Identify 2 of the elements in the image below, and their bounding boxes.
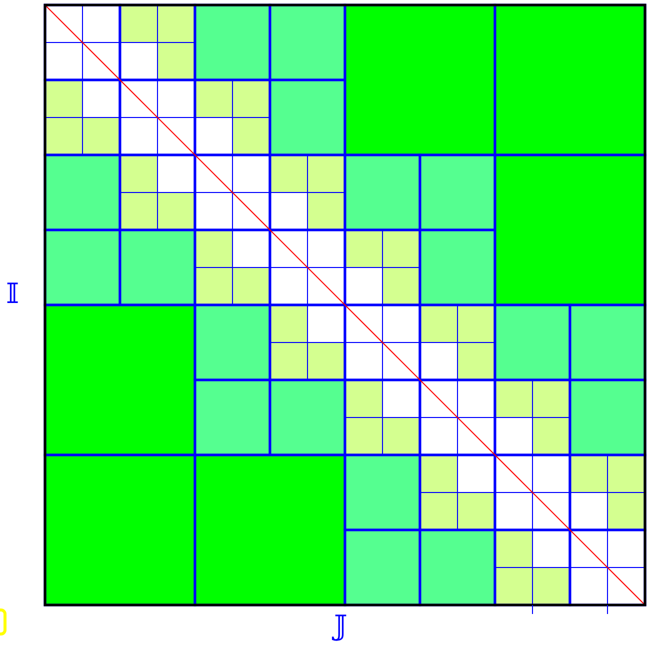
row-axis-label: 𝕀	[6, 280, 20, 308]
column-axis-label: 𝕁	[334, 612, 348, 640]
